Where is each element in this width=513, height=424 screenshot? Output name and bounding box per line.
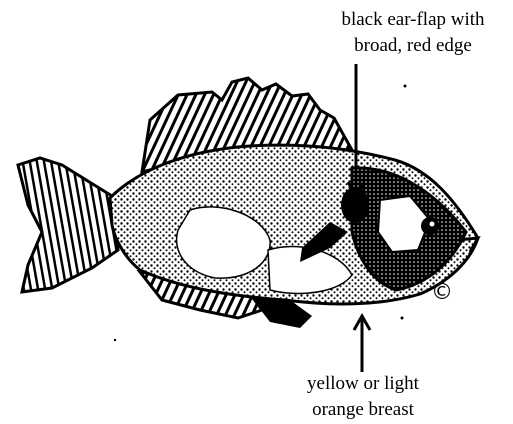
copyright-symbol: ©: [431, 280, 453, 305]
tail-fin: [18, 158, 118, 292]
breast-label-line2: orange breast: [268, 398, 458, 422]
breast-pointer: [354, 316, 370, 372]
eye: [421, 217, 439, 235]
ear-flap-label-line1: black ear-flap with: [318, 8, 508, 32]
breast-label-line1: yellow or light: [268, 372, 458, 396]
ear-flap-label-line2: broad, red edge: [318, 34, 508, 58]
